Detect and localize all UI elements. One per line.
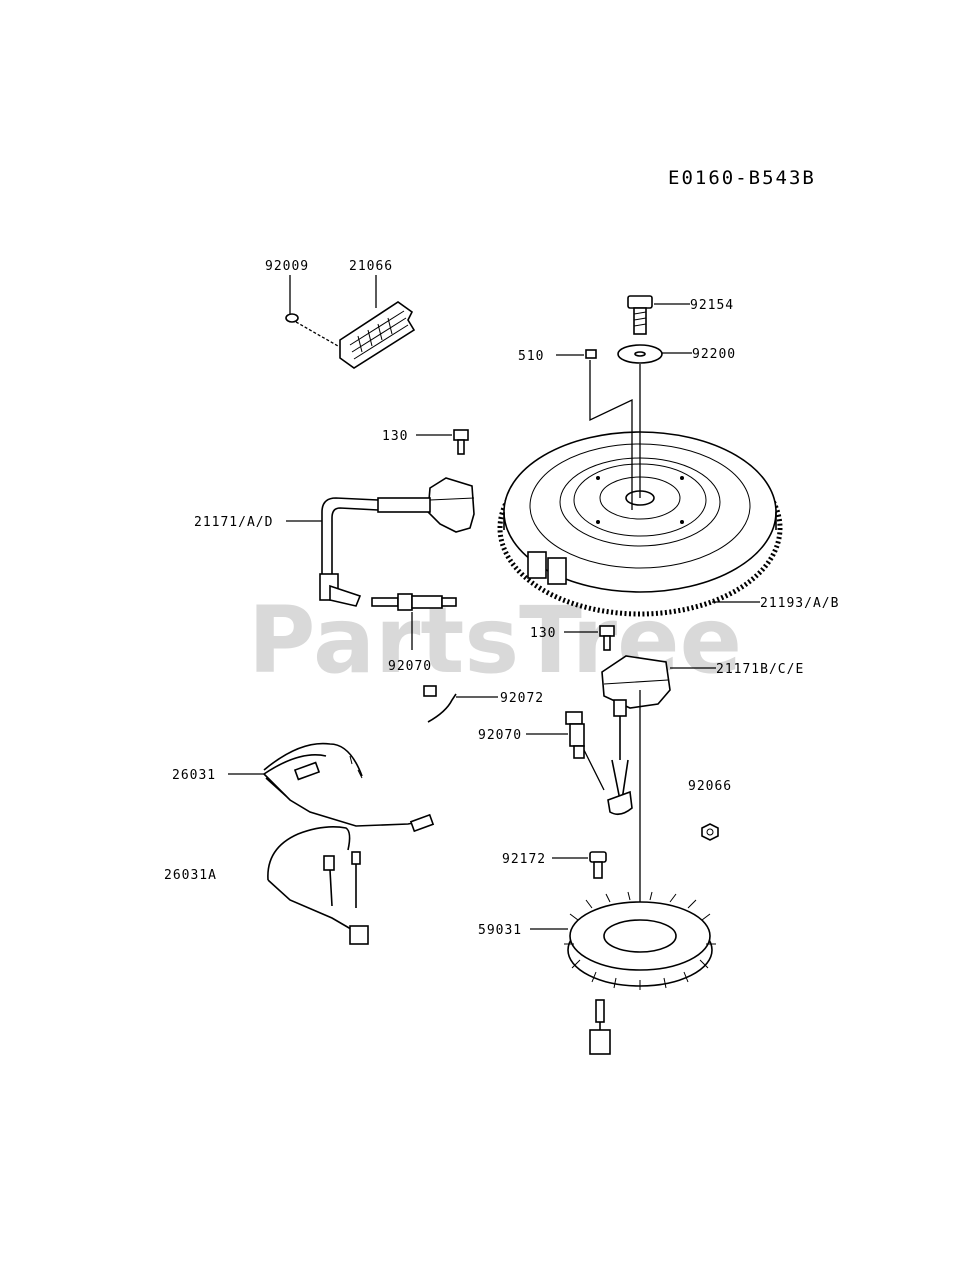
label-92070-right: 92070 bbox=[478, 728, 522, 743]
label-21171AD: 21171/A/D bbox=[194, 515, 273, 530]
label-21066: 21066 bbox=[349, 259, 393, 274]
ignition-coil-part-right[interactable] bbox=[601, 655, 671, 816]
label-510: 510 bbox=[518, 349, 544, 364]
spark-plug-part-left[interactable] bbox=[371, 593, 457, 611]
screw-part-92009[interactable] bbox=[285, 313, 339, 347]
label-92072: 92072 bbox=[500, 691, 544, 706]
clip-part-92072[interactable] bbox=[423, 685, 457, 723]
label-92070-left: 92070 bbox=[388, 659, 432, 674]
label-130-top: 130 bbox=[382, 429, 408, 444]
screw-part-130-top[interactable] bbox=[453, 429, 469, 455]
screw-part-130-mid[interactable] bbox=[599, 625, 615, 651]
bolt-part-92154[interactable] bbox=[627, 295, 653, 335]
spark-plug-part-right[interactable] bbox=[565, 711, 605, 791]
label-92154: 92154 bbox=[690, 298, 734, 313]
diagram-code: E0160-B543B bbox=[668, 167, 816, 189]
label-21193AB: 21193/A/B bbox=[760, 596, 839, 611]
regulator-part[interactable] bbox=[339, 301, 416, 369]
washer-part-92200[interactable] bbox=[617, 344, 663, 364]
label-26031A: 26031A bbox=[164, 868, 217, 883]
stator-part-59031[interactable] bbox=[564, 891, 716, 1055]
key-part-510[interactable] bbox=[585, 349, 597, 359]
ignition-coil-part-left[interactable] bbox=[319, 477, 475, 607]
wire-harness-part-26031A[interactable] bbox=[267, 826, 369, 945]
flywheel-part[interactable] bbox=[497, 431, 783, 617]
label-92009: 92009 bbox=[265, 259, 309, 274]
wire-harness-part-26031[interactable] bbox=[263, 742, 435, 833]
label-21171BCE: 21171B/C/E bbox=[716, 662, 804, 677]
label-59031: 59031 bbox=[478, 923, 522, 938]
label-26031: 26031 bbox=[172, 768, 216, 783]
label-92200: 92200 bbox=[692, 347, 736, 362]
screw-part-92172[interactable] bbox=[589, 851, 607, 879]
label-92066: 92066 bbox=[688, 779, 732, 794]
leader-510-assembly bbox=[589, 360, 633, 510]
nut-part-92066[interactable] bbox=[701, 823, 719, 841]
label-130-mid: 130 bbox=[530, 626, 556, 641]
label-92172: 92172 bbox=[502, 852, 546, 867]
